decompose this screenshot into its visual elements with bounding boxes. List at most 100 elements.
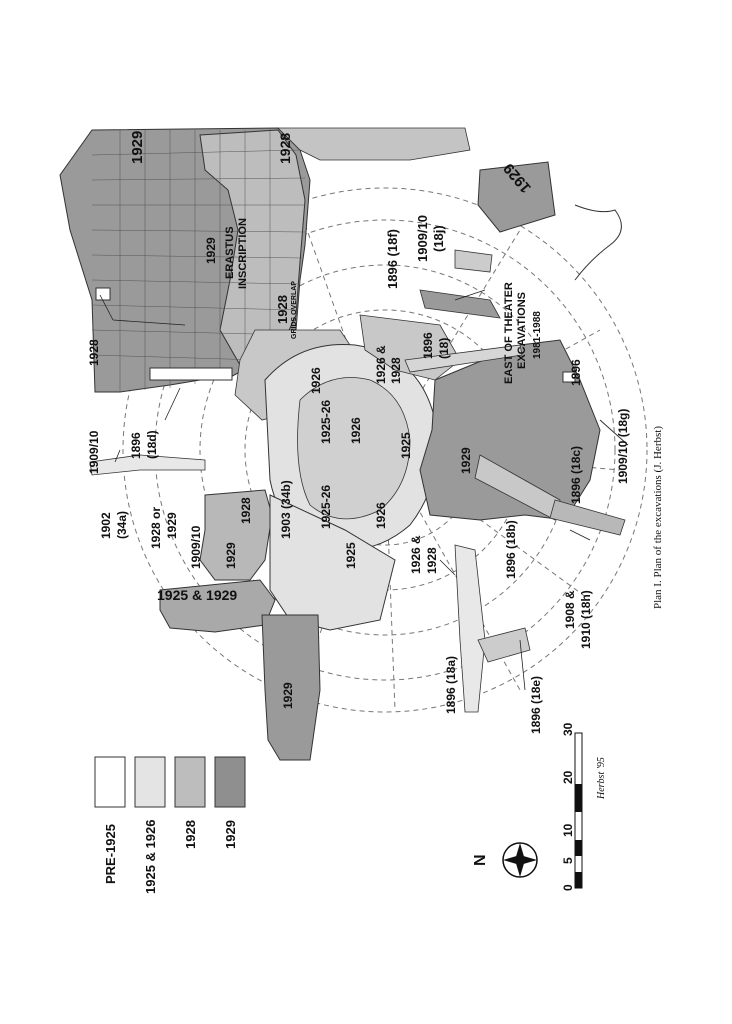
contour-line-east — [574, 204, 622, 281]
label-1928or-a: 1928 or — [149, 507, 163, 549]
trench-1909-north — [89, 454, 206, 476]
label-east-a: EAST OF THEATER — [503, 282, 515, 384]
legend-swatch-1928 — [174, 756, 206, 808]
label-1909-18j-a: 1909/10 — [415, 215, 430, 262]
zone-orchestra — [297, 377, 411, 520]
legend-label-1928: 1928 — [183, 820, 198, 849]
label-1928or-b: 1929 — [165, 512, 179, 539]
scale-seg-3 — [575, 784, 582, 812]
scale-seg-1 — [575, 872, 582, 888]
label-1929-b: 1929 — [204, 237, 218, 264]
label-1902-b: (34a) — [115, 511, 129, 539]
leader-lines — [99, 289, 591, 691]
scale-tick-0: 0 — [561, 884, 575, 891]
label-1926-28-c: 1926 & — [409, 535, 423, 574]
label-1929-e: 1929 — [281, 682, 295, 709]
north-arrow-shade — [515, 843, 525, 877]
trench-18b — [474, 454, 561, 521]
label-1928-c: 1928 — [275, 295, 290, 324]
zone-1928-west — [199, 489, 273, 581]
legend-swatch-pre-1925 — [94, 756, 126, 808]
label-grids-overlap: GRIDS OVERLAP — [291, 281, 298, 339]
legend-item-1925-1926 — [134, 756, 166, 808]
plan-caption: Plan I. Plan of the excavations (J. Herb… — [652, 426, 664, 609]
legend-label-1929: 1929 — [223, 820, 238, 849]
label-1929-d: 1929 — [224, 542, 238, 569]
label-1909-10-b: 1909/10 — [189, 525, 203, 569]
label-1925-26-b: 1925-26 — [319, 485, 333, 529]
label-1926-28-b: 1928 — [389, 357, 403, 384]
label-1902-a: 1902 — [99, 512, 113, 539]
label-1896-18e: 1896 (18e) — [529, 676, 543, 734]
label-1896-18-a: 1896 — [421, 332, 435, 359]
scale-tick-10: 10 — [561, 823, 575, 837]
scale-tick-30: 30 — [561, 722, 575, 736]
scale-tick-5: 5 — [561, 857, 575, 864]
trench-18-strip — [404, 344, 523, 373]
label-1926-a: 1926 — [309, 367, 323, 394]
label-1929-top: 1929 — [129, 131, 146, 164]
label-1896-18-b: (18) — [437, 338, 451, 359]
scale-tick-20: 20 — [561, 770, 575, 784]
label-1926-c: 1926 — [374, 502, 388, 529]
label-1903-34b: 1903 (34b) — [279, 480, 293, 539]
legend — [94, 756, 246, 808]
label-1896-18c: 1896 (18c) — [569, 446, 583, 504]
zone-1928-top-strip — [277, 127, 471, 161]
scale-seg-2 — [575, 840, 582, 856]
label-1926-28-a: 1926 & — [374, 345, 388, 384]
label-1909-10-left: 1909/10 — [87, 430, 101, 474]
zone-1925-1929-west — [159, 579, 276, 633]
label-1896-18a: 1896 (18a) — [444, 656, 458, 714]
trench-18h — [549, 499, 626, 536]
label-1908-a: 1908 & — [563, 590, 577, 629]
legend-label-1925-1926: 1925 & 1926 — [143, 820, 158, 894]
north-arrow — [502, 842, 538, 878]
map-labels: 1929 1928 1929 1896 (18f) 1909/10 (18j) … — [87, 131, 630, 734]
trench-1896-east — [562, 371, 576, 383]
grid-lines — [91, 128, 306, 392]
label-1909-18j-b: (18j) — [431, 225, 446, 252]
scale-labels: 0 5 10 20 30 Herbst '95 — [561, 722, 607, 891]
label-1928-left: 1928 — [87, 339, 101, 366]
label-1925-a: 1925 — [399, 432, 413, 459]
trench-east — [477, 161, 556, 233]
label-1925-26-a: 1925-26 — [319, 400, 333, 444]
label-1929-c: 1929 — [459, 447, 473, 474]
label-1928-d: 1928 — [239, 497, 253, 524]
trench-18e — [477, 627, 531, 663]
trench-18j — [454, 249, 493, 273]
trench-18f — [419, 289, 501, 319]
legend-swatch-1929 — [214, 756, 246, 808]
label-east-b: EXCAVATIONS — [516, 292, 528, 369]
map-base — [59, 127, 648, 761]
label-erastus-b: INSCRIPTION — [237, 218, 249, 289]
north-label: N — [472, 854, 489, 866]
label-1908-b: 1910 (18h) — [579, 590, 593, 649]
label-east-c: 1981-1988 — [532, 311, 543, 359]
legend-item-pre-1925 — [94, 756, 126, 808]
label-1896-18d-a: 1896 — [129, 432, 143, 459]
label-1926-b: 1926 — [349, 417, 363, 444]
zone-1929-south — [261, 614, 321, 761]
scale-bar — [574, 732, 583, 889]
label-1896-right: 1896 — [569, 359, 583, 386]
legend-label-pre-1925: PRE-1925 — [103, 824, 118, 884]
label-1896-18d-b: (18d) — [145, 430, 159, 459]
label-1896-18f: 1896 (18f) — [385, 229, 400, 289]
label-1896-18b: 1896 (18b) — [504, 520, 518, 579]
label-1926-28-d: 1928 — [425, 547, 439, 574]
legend-swatch-1925-1926 — [134, 756, 166, 808]
label-1925-b: 1925 — [344, 542, 358, 569]
trench-1928-north — [95, 287, 111, 301]
trench-18a — [454, 544, 486, 713]
trench-18d — [149, 367, 233, 381]
zone-1925-west — [269, 494, 396, 631]
contour-line-southeast — [599, 419, 629, 446]
label-1925-1929: 1925 & 1929 — [157, 587, 237, 603]
signature: Herbst '95 — [596, 757, 607, 800]
legend-item-1929 — [214, 756, 246, 808]
legend-item-1928 — [174, 756, 206, 808]
